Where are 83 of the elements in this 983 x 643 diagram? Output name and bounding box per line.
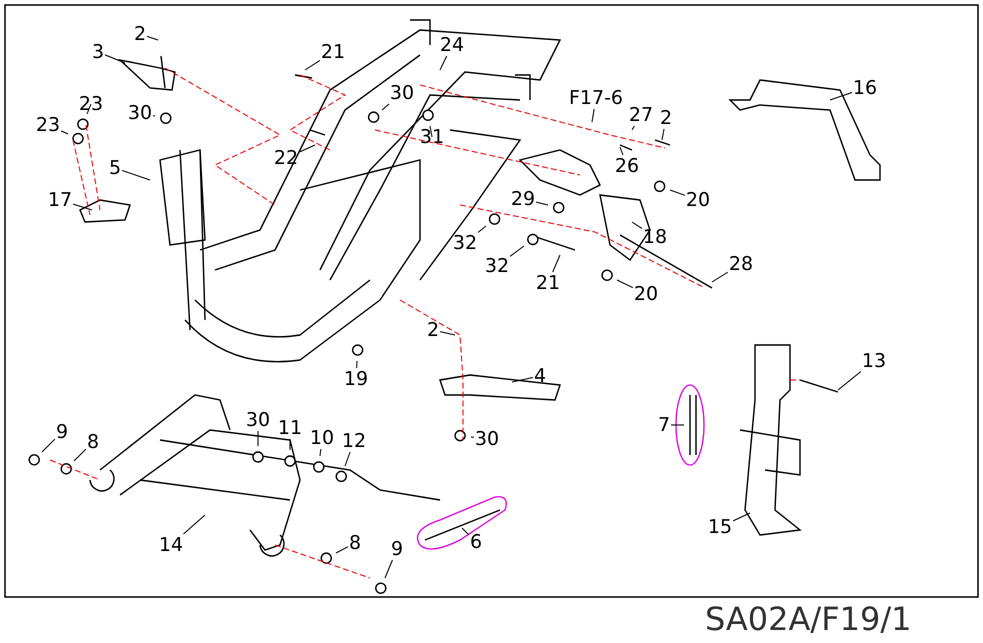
callout-number: 22 [274,148,298,168]
leader-line [384,560,393,578]
leader-line [838,371,862,390]
leader-line [552,254,560,272]
leader-line [512,377,534,382]
leader-line [104,54,126,64]
callout-number: 30 [390,83,414,103]
leader-line [146,36,158,40]
callout-number: 19 [344,369,368,389]
leader-line [42,438,56,452]
leader-line [122,170,150,180]
callout-number: 30 [474,429,500,449]
callout-number: 12 [342,431,366,451]
callout-number: 28 [728,254,754,274]
leader-line [60,130,68,134]
callout-number: 13 [862,351,886,371]
callout-number: 8 [86,432,100,452]
callout-number: 23 [78,94,104,114]
drawing-number: SA02A/F19/1 [705,600,912,638]
callout-number: 30 [246,410,270,430]
callout-number: 23 [36,115,60,135]
callout-number: 17 [48,190,72,210]
callout-number: 10 [310,428,334,448]
callout-number: 7 [658,415,670,435]
callout-number: 21 [320,42,346,62]
callout-number: 2 [134,24,146,44]
callout-number: 31 [420,127,444,147]
callout-number: 5 [108,158,122,178]
leader-line [536,202,548,206]
callout-number: 11 [278,418,302,438]
callout-number: 26 [614,156,640,176]
callout-number: 16 [852,78,878,98]
leader-line [304,60,320,70]
callout-number: 32 [452,233,478,253]
leader-line [344,452,351,466]
leader-line [830,92,852,100]
callout-number: 30 [128,103,152,123]
callout-number: 4 [534,366,546,386]
leader-line [592,108,595,122]
leader-line [298,144,316,153]
callout-number: 8 [348,533,362,553]
leader-line [616,280,634,288]
leader-line [72,204,92,210]
callout-number: 27 [628,105,654,125]
leader-line [732,512,750,522]
callout-number: F17-6 [568,88,624,108]
leader-line [632,126,635,130]
callout-number: 14 [158,535,184,555]
leader-line [86,104,92,114]
callout-number: 2 [660,108,672,128]
leader-line [620,146,624,156]
callout-number: 32 [484,256,510,276]
leader-line [356,360,358,368]
leader-line [632,222,642,229]
leader-line [430,126,432,138]
leader-line [670,424,684,426]
callout-number: 20 [634,284,658,304]
callout-number: 18 [642,227,668,247]
leader-line [662,128,664,140]
callout-number: 2 [426,320,440,340]
leader-line [470,436,474,438]
leader-line [182,514,206,534]
callout-number: 9 [56,422,68,442]
leader-line [510,246,524,257]
leader-line [712,272,728,282]
callout-number: 24 [440,35,464,55]
leader-line [152,115,156,116]
callout-number: 6 [470,532,482,552]
leader-line [320,448,322,456]
callout-number: 15 [708,517,732,537]
leader-line [670,190,686,196]
leader-line [74,448,86,462]
leader-line [382,104,390,110]
leader-line [440,56,448,70]
leader-line [336,546,348,554]
leader-line [478,226,486,233]
callout-number: 29 [510,189,536,209]
callout-number: 21 [536,273,560,293]
callout-number: 20 [686,190,710,210]
leader-line [462,528,470,536]
leader-line [440,331,456,336]
callout-number: 3 [92,42,104,62]
callout-number: 9 [390,539,404,559]
